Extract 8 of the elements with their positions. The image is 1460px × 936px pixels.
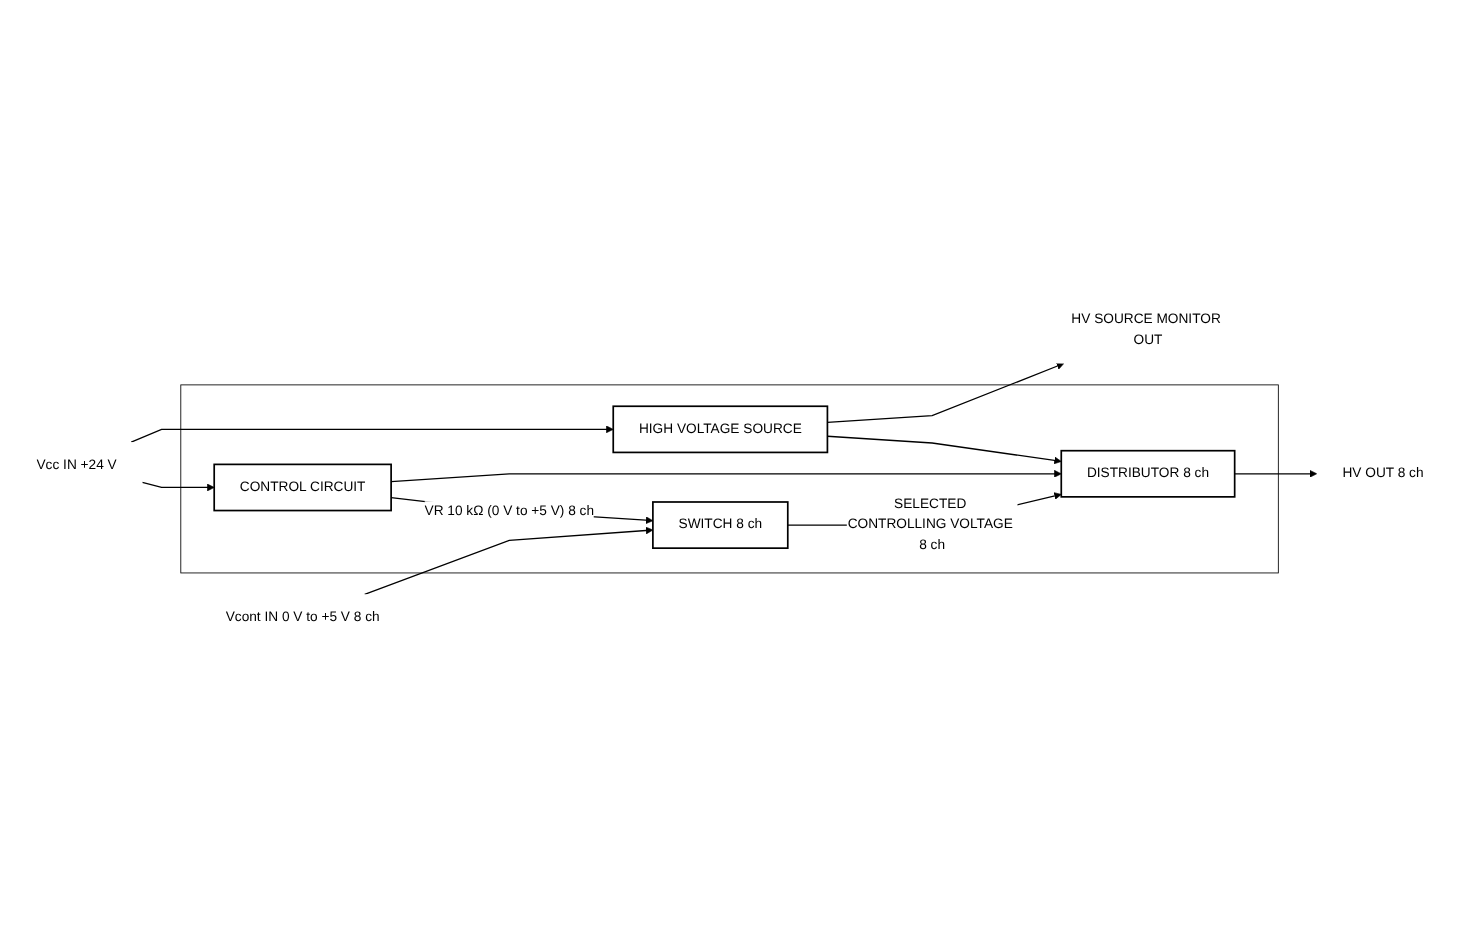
arrow — [826, 434, 1062, 464]
arrow — [390, 469, 1062, 482]
arrow — [141, 481, 215, 491]
cluster — [180, 383, 1279, 573]
arrow — [826, 361, 1065, 423]
arrow — [364, 526, 654, 595]
arrow — [1234, 469, 1318, 477]
arrow — [130, 424, 614, 443]
